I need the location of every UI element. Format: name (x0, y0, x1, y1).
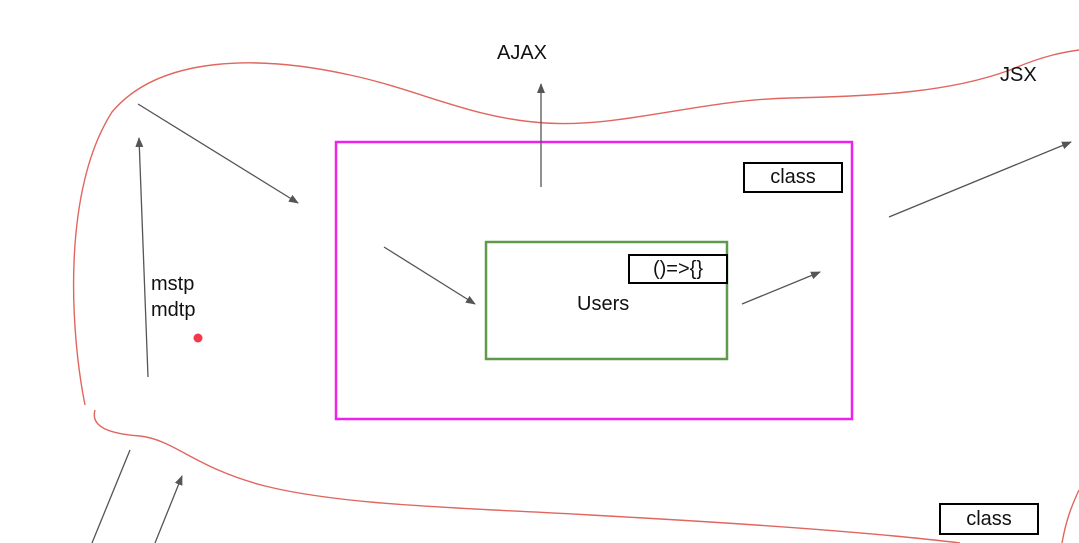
arrow-out-users (741, 271, 821, 305)
outline-lower (93, 409, 961, 543)
outline-upper (72, 49, 1079, 406)
arrow-up-left (135, 137, 149, 378)
users-component-box (484, 240, 729, 361)
mdtp-label: mdtp (151, 299, 196, 321)
arrow-to-jsx (888, 141, 1072, 218)
ajax-label: AJAX (497, 42, 548, 64)
arrow-into-container (137, 103, 299, 204)
class-box-top: class (743, 162, 843, 193)
outer-component-box (334, 140, 854, 421)
arrow-bottom-left-1 (91, 449, 131, 543)
jsx-label: JSX (1000, 64, 1037, 86)
mstp-label: mstp (151, 273, 195, 295)
arrow-into-users (383, 246, 476, 305)
outline-right (1061, 489, 1079, 543)
red-dot (193, 333, 203, 343)
arrow-bottom-left-2 (154, 475, 183, 543)
users-label: Users (577, 293, 630, 315)
class-box-bottom: class (939, 503, 1039, 535)
arrow-function-box: ()=>{} (628, 254, 728, 284)
